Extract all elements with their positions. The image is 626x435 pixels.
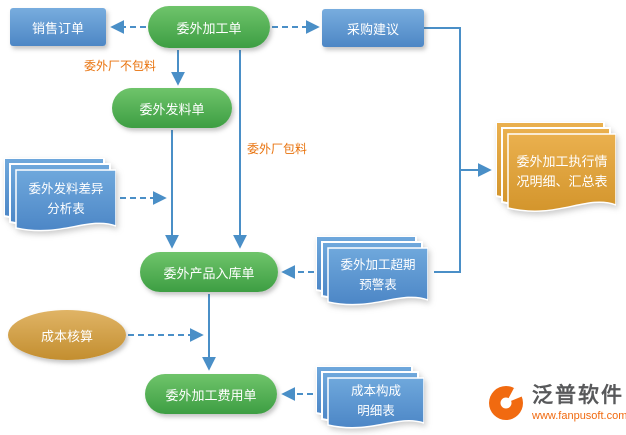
node-product-inbound-order-label: 委外产品入库单 [163,265,255,281]
fanpu-logo-icon [489,386,523,420]
execution-report-line2: 况明细、汇总表 [516,173,608,189]
overdue-report-line1: 委外加工超期 [340,258,416,272]
overdue-report-line2: 预警表 [359,278,397,292]
node-purchase-suggestion-label: 采购建议 [346,21,399,37]
document-stack-icon [316,366,424,429]
node-material-issue-order-label: 委外发料单 [139,101,205,117]
node-execution-report: 委外加工执行情 况明细、汇总表 [496,122,616,217]
logo-brand-text: 泛普软件 [532,384,624,407]
cost-composition-line1: 成本构成 [350,384,401,398]
node-cost-composition-report: 成本构成 明细表 [316,366,424,432]
execution-report-line1: 委外加工执行情 [516,153,608,169]
document-stack-icon [496,122,616,212]
node-processing-fee-order: 委外加工费用单 [145,374,277,414]
diff-report-line2: 分析表 [47,202,85,216]
node-sales-order: 销售订单 [10,8,106,46]
fanpu-logo: 泛普软件 www.fanpusoft.com [486,383,626,423]
node-purchase-suggestion: 采购建议 [322,9,424,47]
diff-report-line1: 委外发料差异 [28,182,104,196]
edge-label-factory-with-material: 委外厂包料 [247,142,308,156]
cost-composition-line2: 明细表 [357,404,395,418]
node-overdue-warning-report: 委外加工超期 预警表 [316,236,428,310]
node-sales-order-label: 销售订单 [31,20,84,36]
node-processing-fee-order-label: 委外加工费用单 [165,387,257,403]
node-material-issue-order: 委外发料单 [112,88,232,128]
logo-website-text: www.fanpusoft.com [532,410,626,422]
document-stack-icon [316,236,428,306]
node-outsourcing-order-label: 委外加工单 [176,20,242,36]
node-cost-accounting: 成本核算 [8,310,126,360]
node-cost-accounting-label: 成本核算 [40,328,93,344]
node-material-issue-diff-report: 委外发料差异 分析表 [4,158,116,236]
node-product-inbound-order: 委外产品入库单 [140,252,278,292]
document-stack-icon [4,158,116,232]
node-outsourcing-order: 委外加工单 [148,6,270,48]
line-purchase-elbow [424,27,461,273]
edge-label-factory-no-material: 委外厂不包料 [84,59,157,73]
